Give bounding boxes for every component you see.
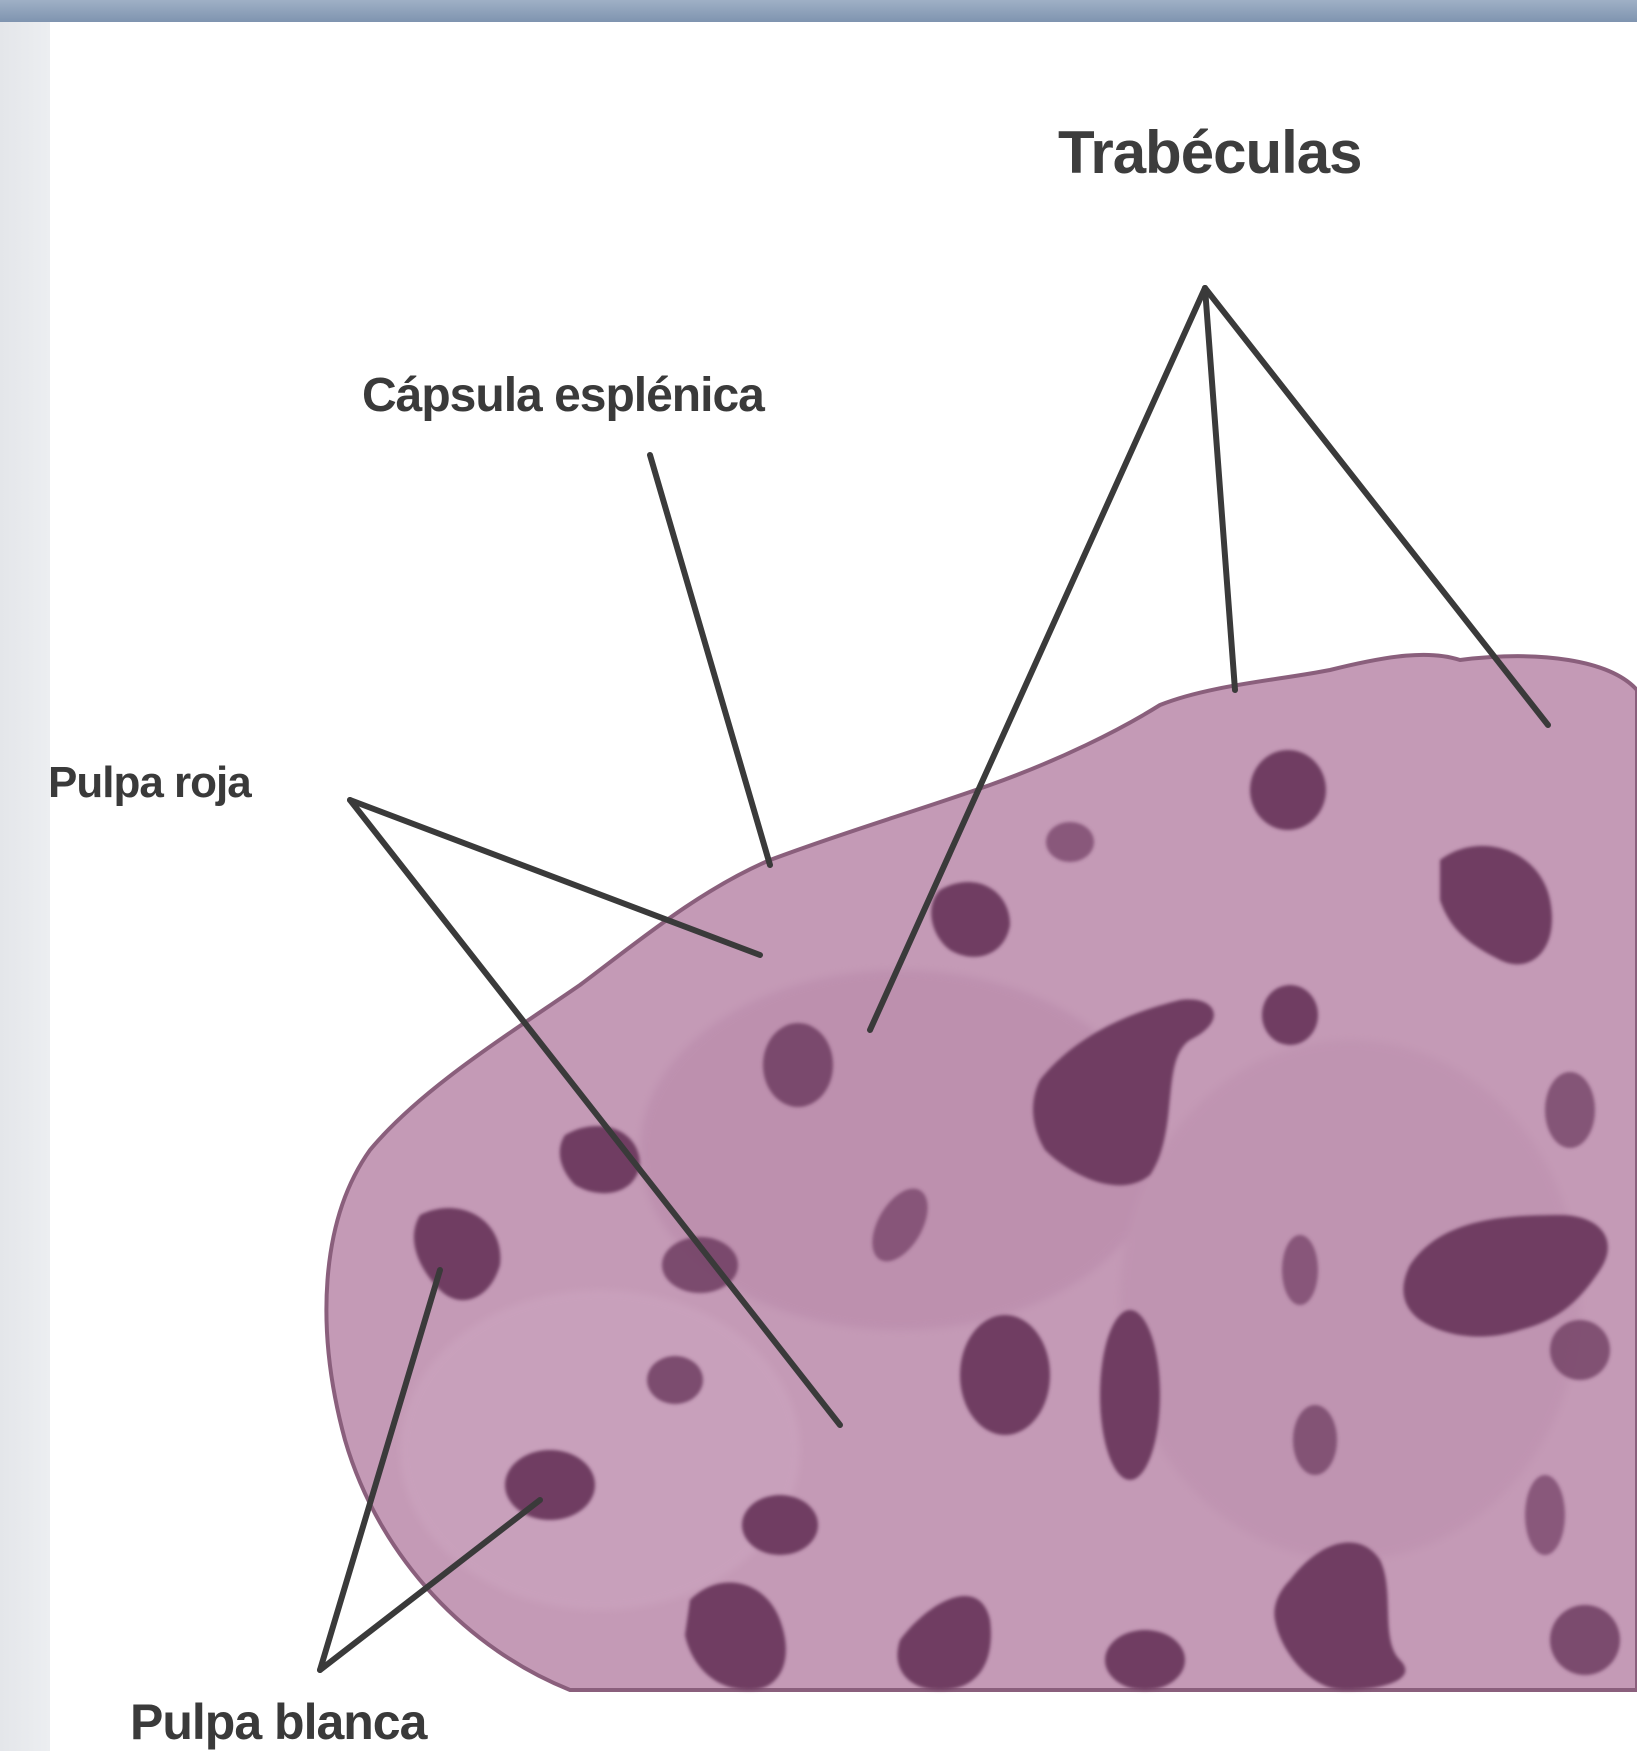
label-capsula-esplenica: Cápsula esplénica [362, 368, 764, 423]
white-pulp-nodule [1550, 1320, 1610, 1380]
white-pulp-nodule [1293, 1405, 1337, 1475]
white-pulp-nodule [1282, 1235, 1318, 1305]
white-pulp-nodule [505, 1450, 595, 1520]
label-trabeculas: Trabéculas [1058, 118, 1362, 187]
white-pulp-nodule [1545, 1072, 1595, 1148]
white-pulp-nodule [1262, 985, 1318, 1045]
white-pulp-nodule [647, 1356, 703, 1404]
white-pulp-nodule [1525, 1475, 1565, 1555]
white-pulp-nodule [1250, 750, 1326, 830]
white-pulp-nodule [960, 1315, 1050, 1435]
white-pulp-nodule [742, 1495, 818, 1555]
white-pulp-nodule [763, 1023, 833, 1107]
white-pulp-nodule [1046, 822, 1094, 862]
white-pulp-nodule [1100, 1310, 1160, 1480]
leader-line-trabeculas [1205, 288, 1235, 690]
leader-line-capsula [650, 455, 770, 865]
white-pulp-nodule [1105, 1630, 1185, 1690]
label-pulpa-roja: Pulpa roja [48, 758, 251, 808]
label-pulpa-blanca: Pulpa blanca [130, 1693, 426, 1751]
white-pulp-nodule [1550, 1605, 1620, 1675]
